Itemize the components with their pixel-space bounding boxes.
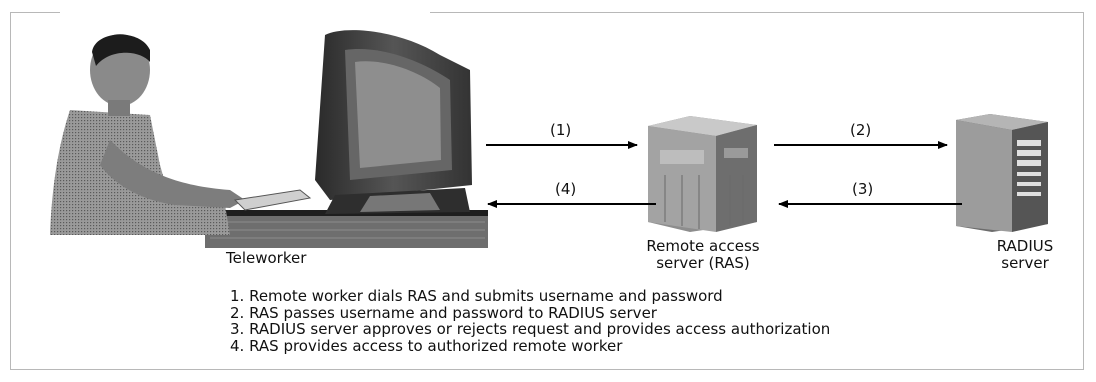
frame-gap [60,9,430,15]
ras-label-line-2: server (RAS) [656,254,750,272]
teleworker-label: Teleworker [226,249,307,267]
arrow-4-label: (4) [555,180,577,198]
step-3: 3. RADIUS server approves or rejects req… [230,320,831,338]
steps-list: 1. Remote worker dials RAS and submits u… [230,288,830,354]
teleworker-illustration [50,30,488,248]
ras-server-illustration [648,116,757,232]
step-1: 1. Remote worker dials RAS and submits u… [230,287,723,305]
arrow-3-label: (3) [852,180,874,198]
arrow-2-label: (2) [850,121,872,139]
step-4: 4. RAS provides access to authorized rem… [230,336,623,355]
keyboard [233,189,312,211]
radius-label: RADIUS server [975,238,1075,272]
ras-label-line-1: Remote access [646,237,760,255]
arrow-1-label: (1) [550,121,572,139]
ras-label: Remote access server (RAS) [630,238,776,272]
radius-label-line-1: RADIUS [996,237,1054,255]
radius-server-illustration [956,114,1048,232]
radius-label-line-2: server [1001,254,1049,272]
step-2: 2. RAS passes username and password to R… [230,303,657,322]
diagram-frame [10,12,1084,370]
